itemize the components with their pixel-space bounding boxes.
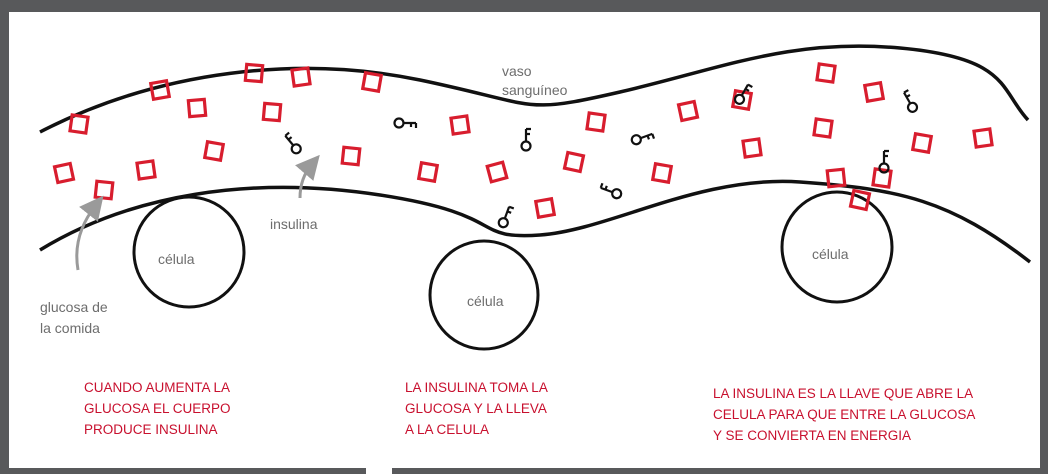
caption-2: LA INSULINA TOMA LA GLUCOSA Y LA LLEVA A… <box>405 377 548 440</box>
glucose-square-icon <box>676 99 700 123</box>
food-glucose-label-line1: glucosa de <box>40 299 108 315</box>
caption-3-line: Y SE CONVIERTA EN ENERGIA <box>713 428 912 443</box>
glucose-square-icon <box>416 160 440 184</box>
glucose-square-icon <box>862 80 886 104</box>
insulin-key-icon <box>903 89 919 113</box>
insulin-key-icon <box>393 117 418 129</box>
insulin-label: insulina <box>270 216 318 232</box>
cell-2-label: célula <box>467 293 504 309</box>
cell-3-label: célula <box>812 246 849 262</box>
cell-2 <box>428 239 540 351</box>
glucose-square-icon <box>449 114 471 136</box>
glucose-square-icon <box>290 66 312 88</box>
cell-1-label: célula <box>158 251 195 267</box>
glucose-square-icon <box>533 196 557 220</box>
food-glucose-arrow <box>75 195 104 271</box>
glucose-square-icon <box>186 97 208 119</box>
insulin-key-icon <box>733 83 753 105</box>
glucose-square-icon <box>848 188 872 212</box>
insulin-key-icon <box>497 205 515 229</box>
caption-1-line: GLUCOSA EL CUERPO <box>84 401 231 416</box>
glucose-square-icon <box>485 160 509 184</box>
caption-1: CUANDO AUMENTA LA GLUCOSA EL CUERPO PROD… <box>84 377 231 440</box>
vessel-bottom-wall <box>39 179 1032 264</box>
caption-3-line: CELULA PARA QUE ENTRE LA GLUCOSA <box>713 407 976 422</box>
insulin-key-icon <box>878 149 890 174</box>
caption-3: LA INSULINA ES LA LLAVE QUE ABRE LA CELU… <box>713 383 975 446</box>
glucose-square-icon <box>93 179 115 201</box>
caption-3-line: LA INSULINA ES LA LLAVE QUE ABRE LA <box>713 386 974 401</box>
glucose-square-icon <box>148 78 172 102</box>
glucose-square-icon <box>261 101 283 123</box>
glucose-square-icon <box>741 137 763 159</box>
insulin-arrow <box>295 154 320 199</box>
caption-2-line: A LA CELULA <box>405 422 490 437</box>
glucose-square-icon <box>68 113 90 135</box>
glucose-square-icon <box>562 150 586 174</box>
vessel-label-line1: vaso <box>502 63 532 79</box>
cell-3 <box>780 190 894 304</box>
glucose-square-icon <box>972 127 994 149</box>
caption-2-line: LA INSULINA TOMA LA <box>405 380 548 395</box>
glucose-square-icon <box>825 167 847 189</box>
glucose-square-icon <box>910 131 934 155</box>
diagram-panel: vaso sanguíneo insulina glucosa de la co… <box>9 12 1040 474</box>
caption-1-line: CUANDO AUMENTA LA <box>84 380 231 395</box>
divider <box>366 384 392 474</box>
glucose-square-icon <box>340 145 362 167</box>
glucose-square-icon <box>243 62 265 84</box>
insulin-key-group <box>284 83 919 229</box>
caption-2-line: GLUCOSA Y LA LLEVA <box>405 401 547 416</box>
insulin-key-icon <box>630 132 656 146</box>
glucose-square-icon <box>135 159 157 181</box>
insulin-key-icon <box>599 182 623 200</box>
glucose-square-icon <box>360 70 384 94</box>
insulin-key-icon <box>520 127 532 152</box>
glucose-square-icon <box>585 111 607 133</box>
insulin-key-icon <box>284 131 302 155</box>
glucose-square-icon <box>871 167 893 189</box>
glucose-square-icon <box>815 62 837 84</box>
caption-1-line: PRODUCE INSULINA <box>84 422 218 437</box>
glucose-square-icon <box>52 161 76 185</box>
glucose-square-icon <box>812 117 834 139</box>
vessel-label-line2: sanguíneo <box>502 82 568 98</box>
glucose-square-icon <box>650 161 674 185</box>
food-glucose-label-line2: la comida <box>40 320 100 336</box>
glucose-square-icon <box>202 139 226 163</box>
